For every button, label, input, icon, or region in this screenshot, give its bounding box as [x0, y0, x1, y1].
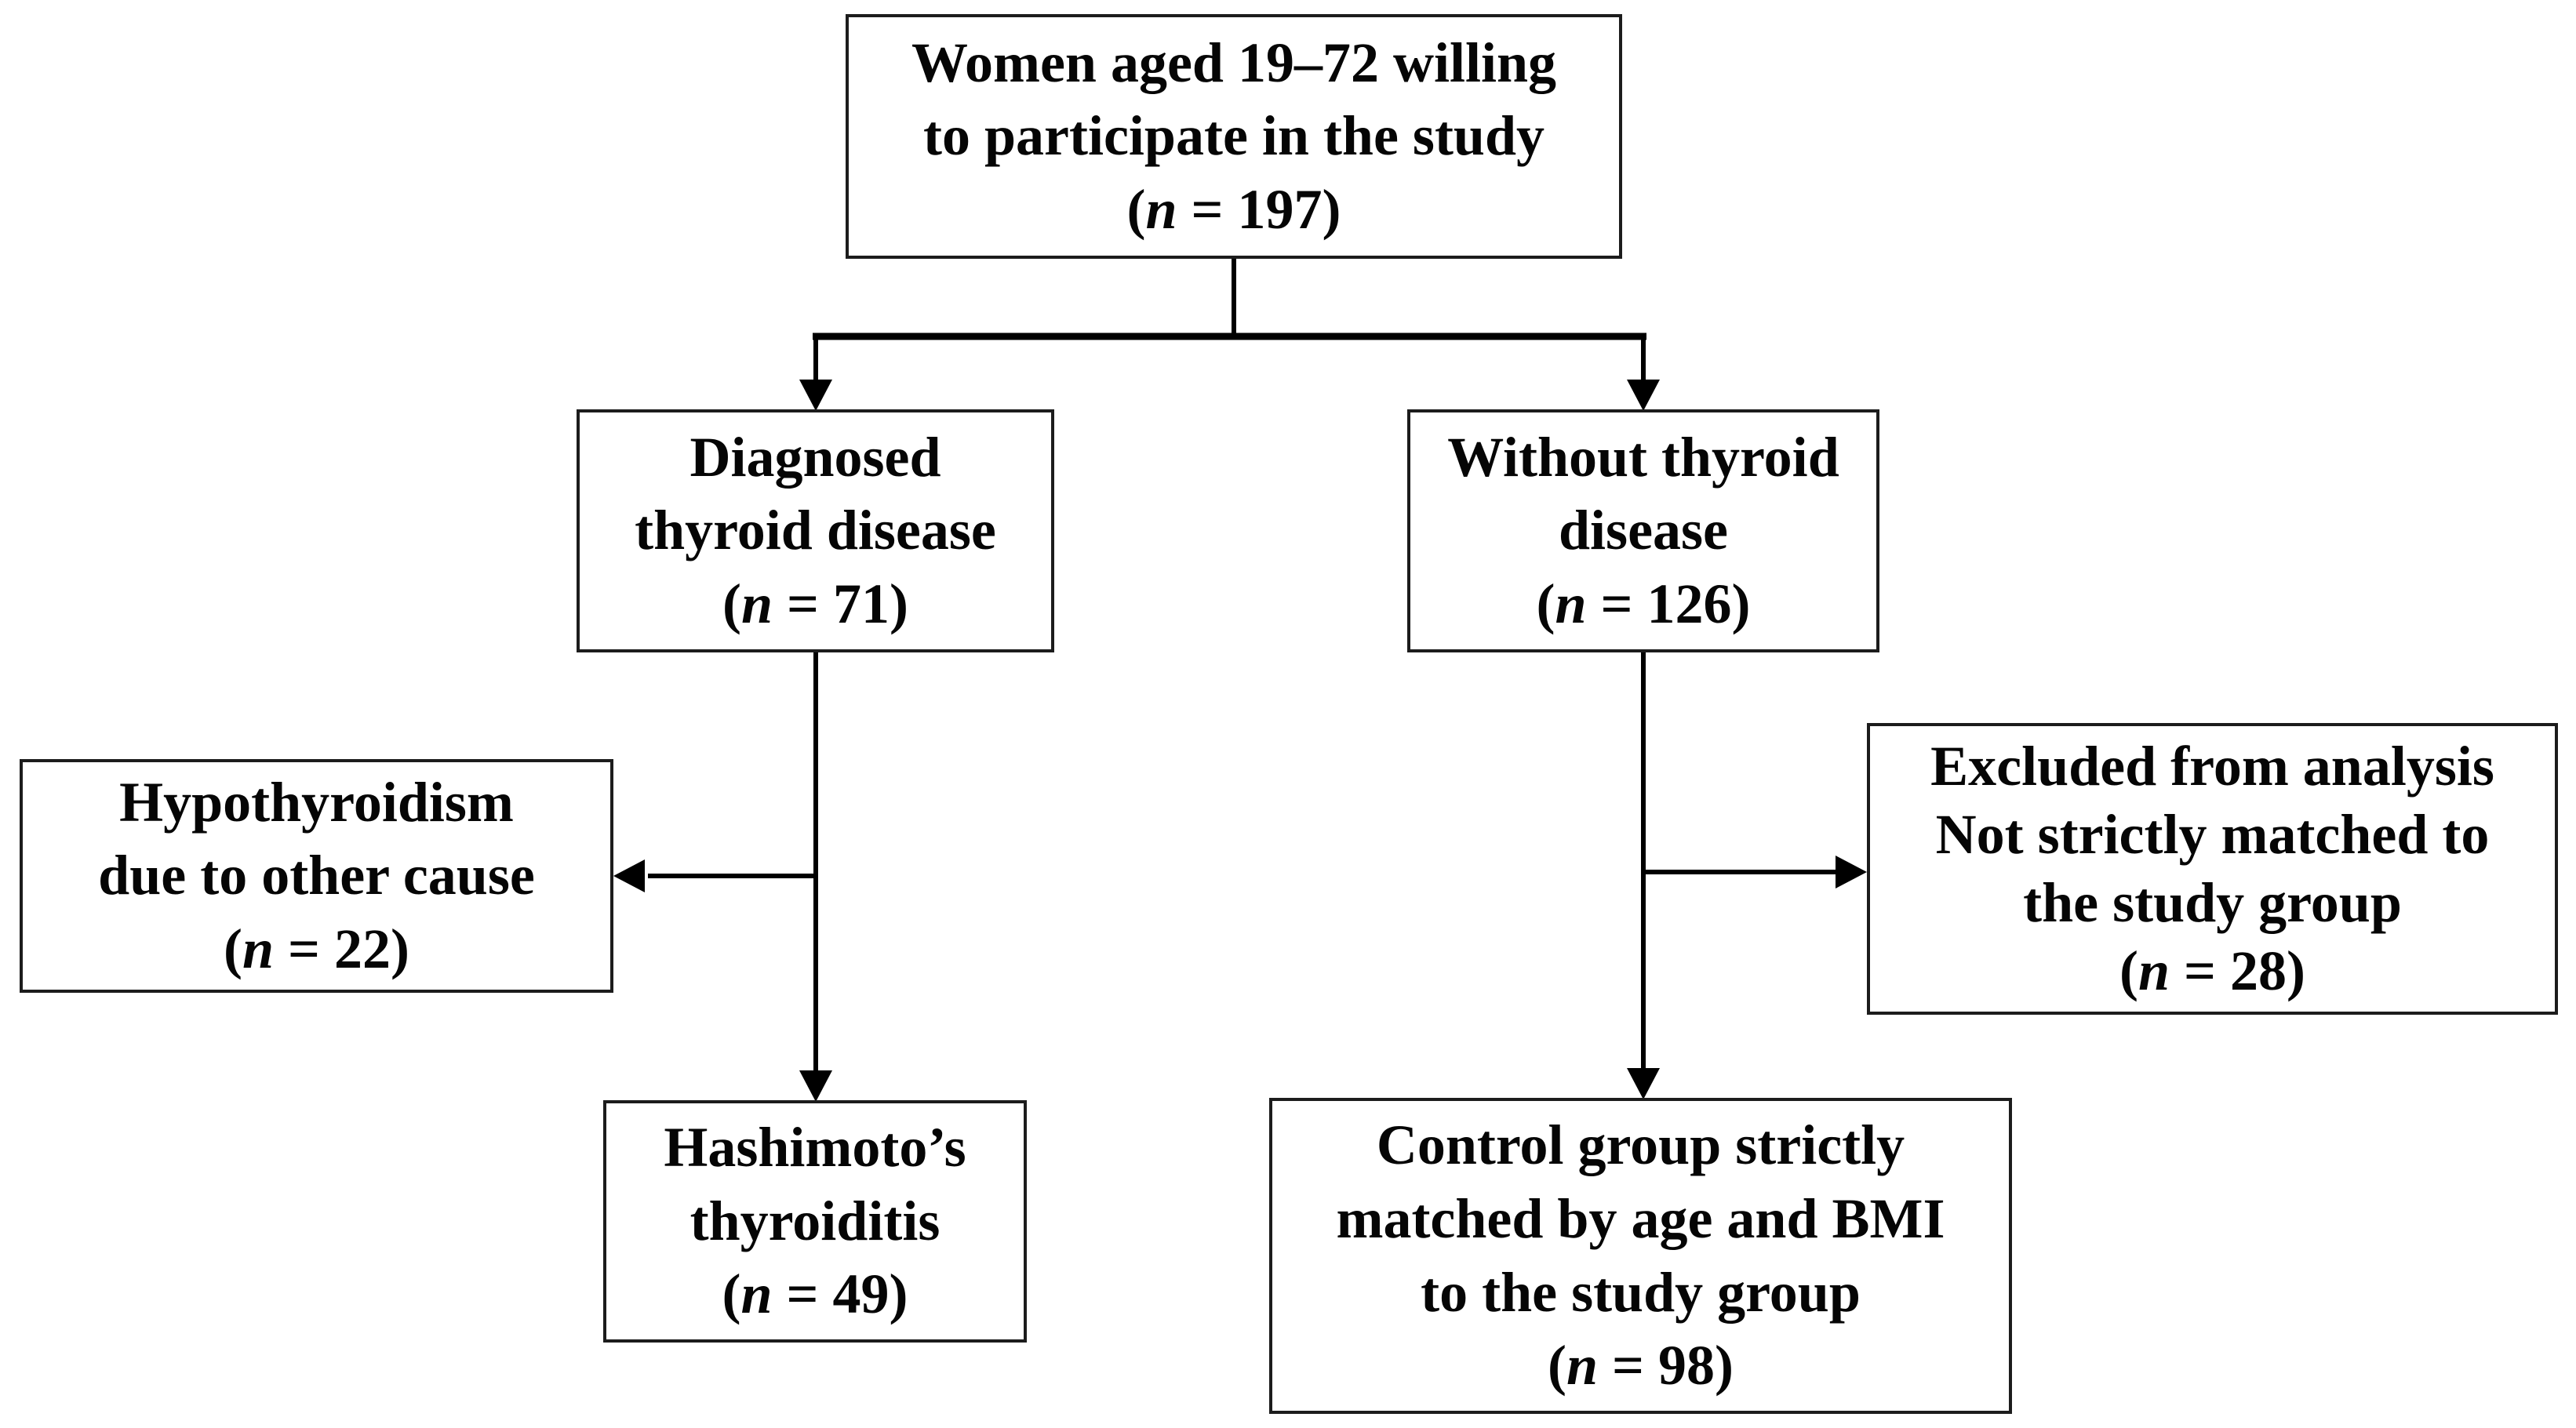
- count-var: n: [740, 1263, 773, 1326]
- node-count-line: (n = 126): [1536, 568, 1750, 641]
- count-var: n: [1555, 572, 1587, 635]
- count-eq: =: [2170, 939, 2231, 1003]
- count-close: ): [1322, 177, 1341, 241]
- count-value: 71: [833, 572, 890, 635]
- count-open: (: [1547, 1334, 1566, 1397]
- count-eq: =: [1598, 1334, 1659, 1397]
- node-eligible-women: Women aged 19–72 willing to participate …: [846, 14, 1622, 259]
- arrowhead-into-diagnosed-icon: [799, 380, 832, 411]
- node-text-line: to the study group: [1421, 1260, 1861, 1324]
- node-text-line: thyroid disease: [635, 499, 996, 562]
- node-text-line: Hashimoto’s: [664, 1116, 966, 1179]
- count-var: n: [1566, 1334, 1598, 1397]
- node-excluded-from-analysis: Excluded from analysis Not strictly matc…: [1867, 723, 2558, 1015]
- count-var: n: [2138, 939, 2170, 1003]
- node-count-line: (n = 71): [722, 568, 908, 641]
- node-hashimoto-thyroiditis: Hashimoto’s thyroiditis (n = 49): [603, 1100, 1027, 1343]
- count-eq: =: [274, 917, 335, 980]
- count-value: 22: [334, 917, 391, 980]
- count-value: 49: [832, 1263, 890, 1326]
- count-value: 28: [2230, 939, 2287, 1003]
- count-open: (: [223, 917, 242, 980]
- arrowhead-into-hypothyroidism-icon: [613, 859, 645, 892]
- node-count-line: (n = 22): [224, 913, 409, 987]
- arrowhead-into-control-icon: [1627, 1068, 1660, 1099]
- node-hypothyroidism-other-cause: Hypothyroidism due to other cause (n = 2…: [20, 759, 613, 993]
- arrowhead-into-hashimoto-icon: [799, 1070, 832, 1102]
- node-text-line: Hypothyroidism: [119, 770, 514, 834]
- arrowhead-into-excluded-icon: [1836, 856, 1867, 888]
- count-close: ): [2287, 939, 2306, 1003]
- count-close: ): [1731, 572, 1751, 635]
- count-open: (: [1126, 177, 1146, 241]
- node-text-line: Not strictly matched to: [1935, 802, 2490, 866]
- node-count-line: (n = 98): [1548, 1329, 1734, 1403]
- count-value: 197: [1237, 177, 1323, 241]
- node-text-line: to participate in the study: [923, 104, 1545, 168]
- node-text-line: Diagnosed: [689, 425, 941, 489]
- node-text-line: due to other cause: [98, 844, 535, 907]
- count-open: (: [722, 1263, 741, 1326]
- node-count-line: (n = 197): [1126, 173, 1341, 247]
- node-text-line: Without thyroid: [1447, 425, 1839, 489]
- node-count-line: (n = 28): [2119, 937, 2305, 1005]
- count-close: ): [1715, 1334, 1734, 1397]
- node-control-group: Control group strictly matched by age an…: [1269, 1098, 2012, 1414]
- node-diagnosed-thyroid-disease: Diagnosed thyroid disease (n = 71): [577, 409, 1054, 652]
- node-text-line: disease: [1559, 499, 1728, 562]
- arrowhead-into-without-icon: [1627, 380, 1660, 411]
- node-text-line: Excluded from analysis: [1930, 734, 2494, 798]
- count-eq: =: [773, 572, 834, 635]
- count-eq: =: [772, 1263, 833, 1326]
- node-text-line: the study group: [2023, 871, 2402, 934]
- count-open: (: [722, 572, 741, 635]
- count-open: (: [1536, 572, 1555, 635]
- count-close: ): [391, 917, 410, 980]
- count-var: n: [1145, 177, 1177, 241]
- count-open: (: [2119, 939, 2138, 1003]
- node-text-line: thyroiditis: [689, 1189, 941, 1252]
- count-var: n: [242, 917, 274, 980]
- count-eq: =: [1177, 177, 1238, 241]
- count-eq: =: [1586, 572, 1647, 635]
- node-without-thyroid-disease: Without thyroid disease (n = 126): [1407, 409, 1879, 652]
- node-text-line: matched by age and BMI: [1336, 1186, 1945, 1250]
- count-value: 98: [1658, 1334, 1716, 1397]
- count-close: ): [889, 1263, 908, 1326]
- node-text-line: Control group strictly: [1376, 1114, 1905, 1177]
- count-var: n: [740, 572, 773, 635]
- count-close: ): [890, 572, 909, 635]
- count-value: 126: [1646, 572, 1732, 635]
- node-count-line: (n = 49): [722, 1258, 908, 1332]
- node-text-line: Women aged 19–72 willing: [911, 31, 1557, 94]
